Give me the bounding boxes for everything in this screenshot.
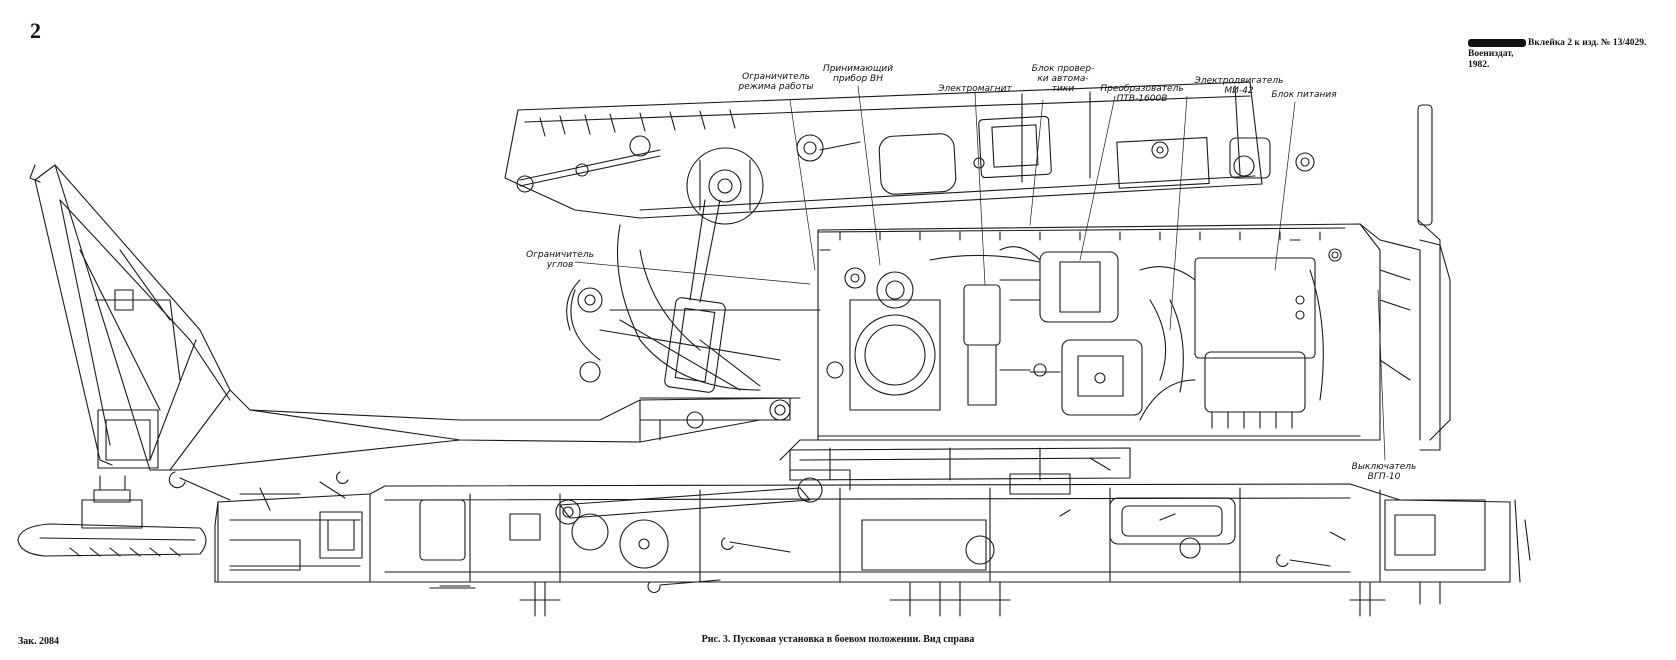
label-mode-limiter: Ограничитель режима работы — [738, 72, 814, 92]
turntable-base — [790, 105, 1450, 494]
publication-note-line1: Вклейка 2 к изд. № 13/4029. Воениздат, — [1468, 38, 1647, 59]
page-number: 2 — [30, 18, 41, 43]
chassis-frame — [215, 484, 1530, 616]
label-converter: Преобразователь ПТВ-1600В — [1100, 84, 1184, 104]
rear-support-strut — [30, 165, 800, 470]
redaction-mark — [1468, 38, 1526, 47]
label-switch-vgp: Выключатель ВГП-10 — [1351, 462, 1417, 482]
connecting-rod — [556, 440, 850, 524]
launch-rail — [505, 82, 1314, 224]
lift-mechanism — [567, 200, 820, 428]
leader-lines — [575, 86, 1385, 460]
label-electric-motor: Электродвигатель МИ-42 — [1194, 76, 1284, 96]
figure-caption: Рис. 3. Пусковая установка в боевом поло… — [701, 634, 975, 645]
publication-note-line2: 1982. — [1468, 60, 1490, 70]
left-outrigger — [18, 472, 348, 556]
label-electromagnet: Электромагнит — [938, 84, 1012, 94]
label-receiver-vn: Принимающий прибор ВН — [822, 64, 894, 84]
label-angle-limiter: Ограничитель углов — [526, 250, 594, 270]
label-check-unit: Блок провер- ки автома- тики — [1031, 64, 1095, 94]
order-number: Зак. 2084 — [18, 636, 60, 647]
label-power-unit: Блок питания — [1271, 90, 1337, 100]
publication-note: Вклейка 2 к изд. № 13/4029. Воениздат, 1… — [1468, 38, 1668, 71]
